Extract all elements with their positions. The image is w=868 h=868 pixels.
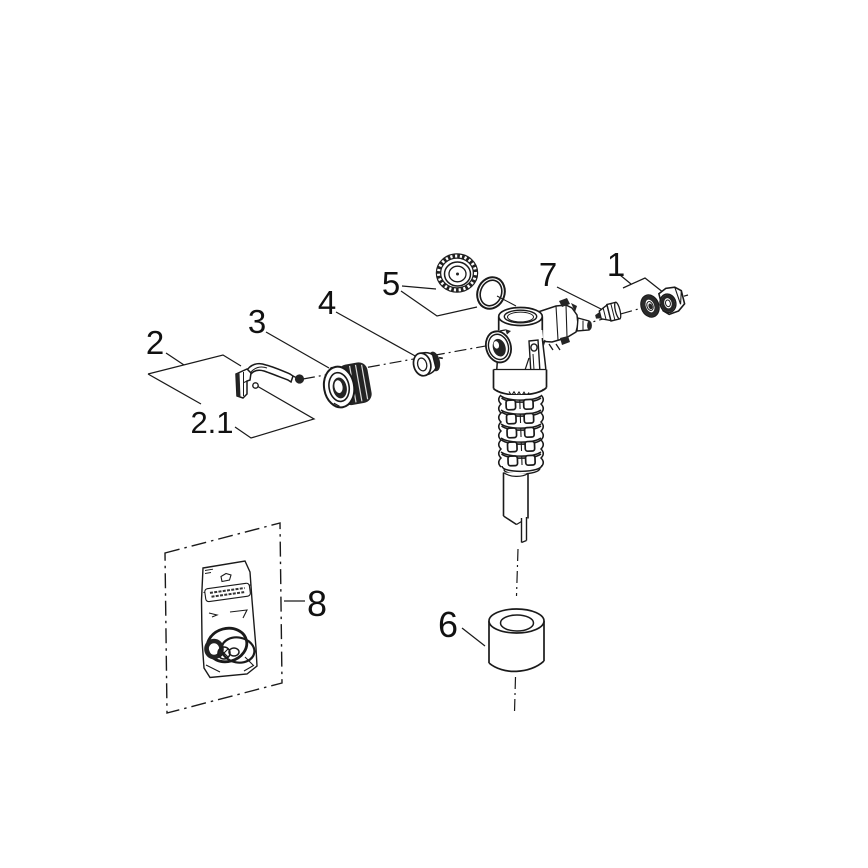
bag-o-rings bbox=[204, 626, 256, 664]
valve-body-right-arm bbox=[536, 298, 592, 367]
leader-line-6 bbox=[461, 627, 486, 647]
callout-label-5: 5 bbox=[382, 265, 400, 302]
part-8-seal-kit bbox=[164, 522, 283, 714]
leader-lines bbox=[147, 274, 665, 647]
callout-label-4: 4 bbox=[318, 284, 336, 321]
part-2-lever-arm bbox=[235, 362, 305, 399]
callout-labels: 1 7 5 4 3 2 2.1 8 6 bbox=[146, 246, 625, 645]
leader-line-4 bbox=[335, 311, 418, 358]
leader-line-2-1 bbox=[234, 385, 316, 439]
callout-label-7: 7 bbox=[539, 256, 557, 293]
part-4-valve-cone bbox=[412, 351, 443, 377]
filter-cage-holes bbox=[505, 398, 536, 467]
callout-label-8: 8 bbox=[307, 583, 327, 624]
valve-body-skirt bbox=[492, 368, 548, 398]
spare-parts-bag bbox=[200, 560, 258, 679]
callout-label-1: 1 bbox=[607, 246, 625, 283]
part-6-silencer-cylinder bbox=[488, 608, 545, 673]
valve-body bbox=[484, 298, 592, 544]
leader-line-5 bbox=[400, 285, 478, 317]
part-5-o-ring bbox=[476, 276, 506, 310]
lever-ball-end bbox=[294, 374, 305, 384]
package-outline bbox=[164, 522, 283, 714]
leader-line-3 bbox=[265, 331, 330, 369]
part-1-seal-washer bbox=[640, 294, 660, 318]
part-7-nozzle-insert bbox=[595, 301, 622, 322]
centerline-vertical-lower bbox=[513, 676, 517, 713]
callout-label-2: 2 bbox=[146, 324, 164, 361]
callout-label-2-1: 2.1 bbox=[190, 405, 233, 440]
part-3-knurled-ring bbox=[322, 362, 372, 409]
bag-label-strip bbox=[204, 582, 251, 603]
outlet-tube bbox=[502, 472, 529, 544]
leader-line-1 bbox=[619, 274, 665, 294]
centerline-vertical-upper bbox=[515, 548, 519, 597]
filter-cage bbox=[498, 394, 544, 475]
part-1-mounting-nut bbox=[657, 286, 686, 316]
part-5-knurled-cap bbox=[435, 253, 479, 293]
callout-label-6: 6 bbox=[438, 604, 458, 645]
leader-line-2 bbox=[147, 352, 242, 405]
callout-label-3: 3 bbox=[248, 303, 266, 340]
leader-line-7 bbox=[556, 286, 602, 310]
part-2-1-pin bbox=[252, 382, 259, 389]
